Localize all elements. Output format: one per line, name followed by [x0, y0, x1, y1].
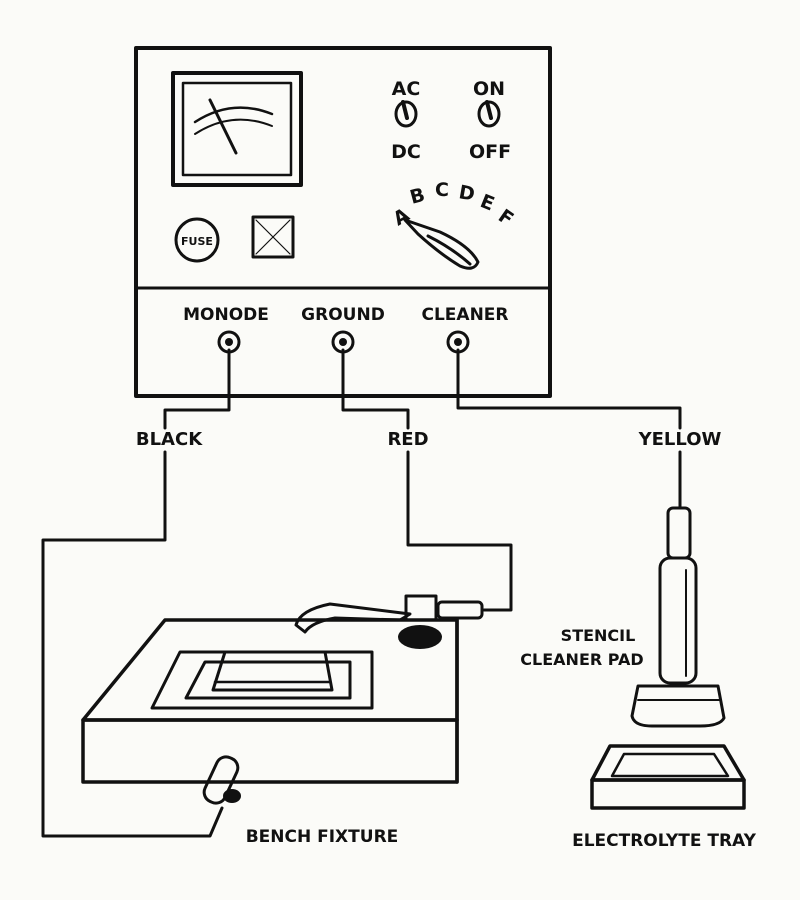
fuse-label: FUSE: [181, 235, 213, 248]
red-wire-lower: [406, 450, 513, 612]
selector-position-b: B: [408, 184, 428, 209]
switch-off-label: OFF: [469, 141, 511, 163]
selector-knob-icon[interactable]: [403, 218, 480, 270]
meter: [171, 71, 303, 187]
stencil-frame: [150, 650, 374, 710]
switch-on-label: ON: [473, 78, 505, 100]
meter-scale-arc-inner: [194, 118, 273, 135]
red-wire-label: RED: [387, 429, 428, 450]
red-probe-clamp[interactable]: [294, 594, 484, 649]
electrolyte-tray: ELECTROLYTE TRAY: [572, 744, 757, 851]
terminal-cleaner-label: CLEANER: [421, 305, 508, 325]
black-wire-label: BLACK: [136, 429, 203, 450]
stencil-cleaner-label-line1: STENCIL: [561, 626, 636, 645]
meter-scale-arc: [193, 106, 274, 124]
red-wire: [341, 348, 410, 430]
bench-fixture-label: BENCH FIXTURE: [246, 827, 399, 847]
pad-handle: [658, 556, 698, 685]
pad-head: [630, 684, 726, 728]
selector-position-d: D: [457, 181, 476, 205]
stencil-cleaner-label-line2: CLEANER PAD: [520, 650, 643, 669]
meter-needle: [208, 98, 238, 155]
selector-dial[interactable]: A B C D E F: [390, 179, 518, 270]
fuse[interactable]: FUSE: [174, 217, 220, 263]
electrolyte-tray-label: ELECTROLYTE TRAY: [572, 831, 757, 851]
bench-fixture: BENCH FIXTURE: [81, 594, 484, 847]
black-wire-lower: [41, 450, 224, 838]
yellow-wire: [456, 348, 682, 430]
fuse-icon[interactable]: [174, 217, 220, 263]
pilot-lamp: [251, 215, 295, 259]
black-clamp-connector[interactable]: [201, 754, 241, 807]
black-wire: [163, 348, 231, 430]
terminal-ground-label: GROUND: [301, 305, 385, 325]
selector-position-f: F: [494, 205, 517, 230]
pad-handle-top: [666, 506, 692, 560]
terminal-monode-label: MONODE: [183, 305, 269, 325]
power-switch[interactable]: ON OFF: [469, 78, 511, 163]
selector-position-c: C: [435, 179, 449, 201]
yellow-wire-label: YELLOW: [638, 429, 722, 450]
stencil-cleaner-pad[interactable]: STENCIL CLEANER PAD: [520, 506, 726, 728]
workpiece: [211, 650, 334, 692]
pilot-lamp-icon: [251, 215, 295, 259]
switch-ac-label: AC: [392, 78, 421, 100]
ac-dc-toggle-icon[interactable]: [394, 100, 418, 128]
power-unit: AC DC ON OFF A B C D E F FUSE: [134, 46, 552, 398]
selector-position-e: E: [477, 190, 497, 215]
wiring: BLACK RED YELLOW: [41, 348, 722, 838]
power-toggle-icon[interactable]: [477, 100, 501, 128]
switch-dc-label: DC: [391, 141, 421, 163]
ac-dc-switch[interactable]: AC DC: [391, 78, 421, 163]
